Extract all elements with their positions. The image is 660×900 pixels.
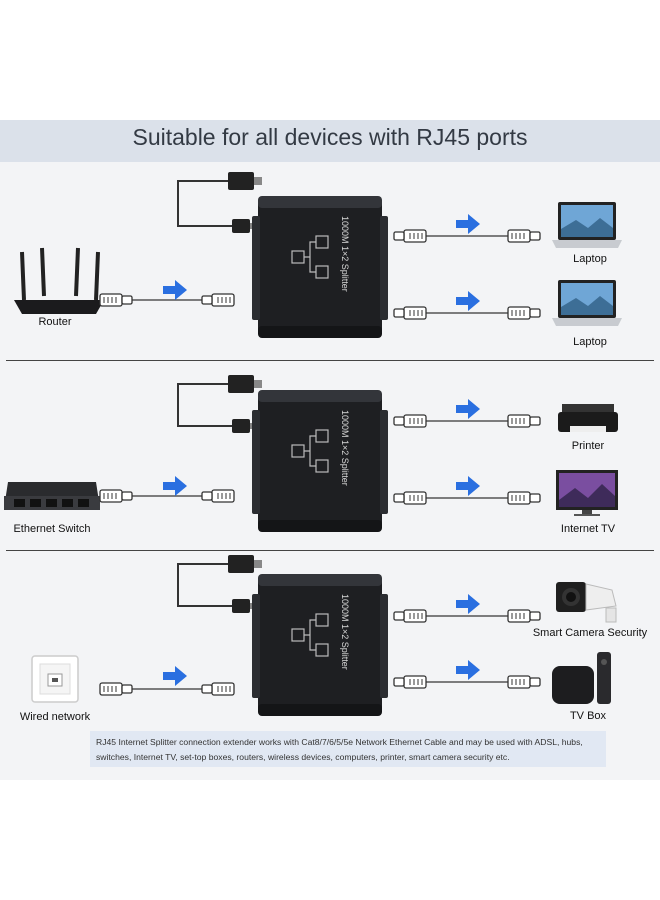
wall-socket-icon [31,655,79,703]
usb-plug-icon [228,375,254,393]
rj45-plug-icon [507,229,541,243]
splitter-label: 1000M 1×2 Splitter [340,594,350,670]
device-label-router: Router [38,316,72,328]
printer-icon [558,404,618,432]
device-label-wired-network: Wired network [19,711,91,723]
tv-icon [556,470,618,516]
arrow-right-icon [456,214,480,234]
rj45-plug-icon [99,293,133,307]
tv-box-icon [552,652,611,704]
splitter-label: 1000M 1×2 Splitter [340,410,350,486]
arrow-right-icon [163,476,187,496]
rj45-plug-icon [507,609,541,623]
arrow-right-icon [456,660,480,680]
rj45-plug-icon [507,414,541,428]
rj45-plug-icon [201,293,235,307]
section-divider [6,550,654,551]
laptop-icon [552,280,622,326]
note-box [90,731,606,767]
arrow-right-icon [456,399,480,419]
rj45-plug-icon [393,675,427,689]
rj45-plug-icon [507,306,541,320]
device-label-laptop: Laptop [573,253,607,265]
arrow-right-icon [163,280,187,300]
section-ethernet-switch: 1000M 1×2 Splitter [4,375,618,533]
device-label-internet-tv: Internet TV [560,523,616,535]
security-camera-icon [556,582,617,623]
rj45-plug-icon [99,682,133,696]
rj45-plug-icon [507,491,541,505]
arrow-right-icon [456,476,480,496]
usb-plug-icon [228,172,254,190]
rj45-plug-icon [201,682,235,696]
rj45-plug-icon [201,489,235,503]
rj45-plug-icon [393,491,427,505]
arrow-right-icon [456,594,480,614]
arrow-right-icon [163,666,187,686]
rj45-plug-icon [99,489,133,503]
splitter-label: 1000M 1×2 Splitter [340,216,350,292]
section-wired-network: 1000M 1×2 Splitter [31,555,617,717]
splitter-device-icon [251,573,389,717]
page-title: Suitable for all devices with RJ45 ports [132,124,528,150]
rj45-plug-icon [393,306,427,320]
arrow-right-icon [456,291,480,311]
splitter-device-icon [251,195,389,339]
router-icon [14,247,104,314]
ethernet-switch-icon [4,482,100,510]
section-divider [6,360,654,361]
splitter-device-icon [251,389,389,533]
rj45-plug-icon [393,414,427,428]
description-note: RJ45 Internet Splitter connection extend… [96,737,583,762]
device-label-printer: Printer [571,440,605,452]
device-label-laptop: Laptop [573,336,607,348]
laptop-icon [552,202,622,248]
rj45-plug-icon [393,609,427,623]
section-router: 1000M 1×2 Splitter [14,172,622,339]
rj45-plug-icon [393,229,427,243]
device-label-smart-camera: Smart Camera Security [532,627,648,639]
usb-plug-icon [228,555,254,573]
rj45-plug-icon [507,675,541,689]
device-label-ethernet-switch: Ethernet Switch [13,523,91,535]
title-bar [0,120,660,162]
device-label-tv-box: TV Box [569,710,607,722]
